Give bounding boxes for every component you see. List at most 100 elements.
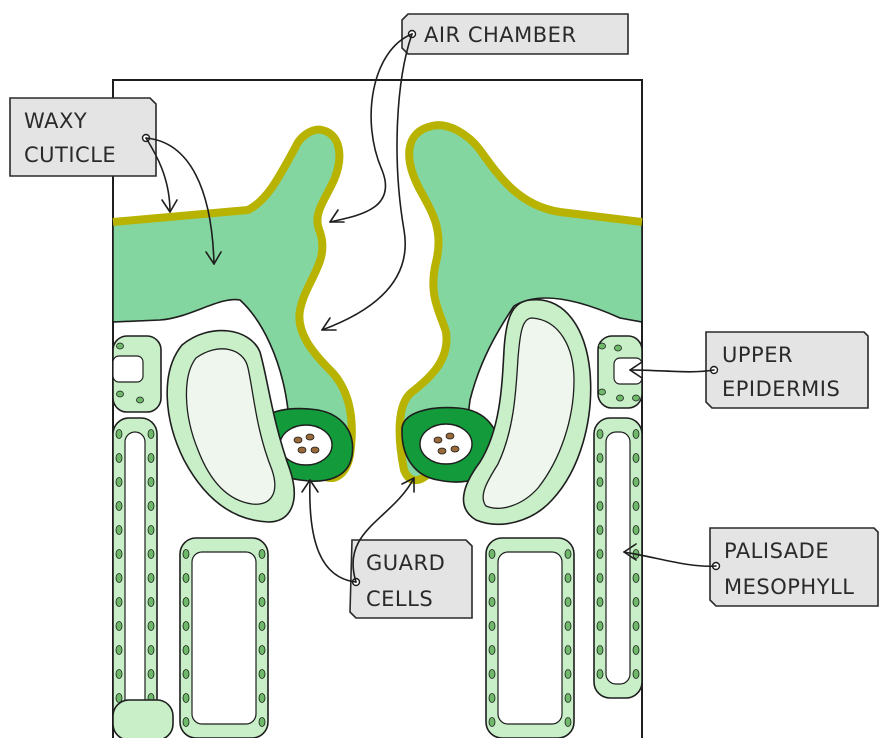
chloroplast-dot (451, 446, 459, 452)
waxy-cuticle-label-line-2: CUTICLE (24, 143, 116, 167)
chloroplast-dot (434, 437, 442, 443)
palisade-cell-vacuole (192, 552, 256, 724)
chloroplast (489, 718, 495, 727)
chloroplast (489, 694, 495, 703)
chloroplast (489, 670, 495, 679)
chloroplast (565, 598, 571, 607)
chloroplast (183, 574, 189, 583)
palisade-cell-vacuole (606, 432, 630, 684)
air-chamber-label: AIR CHAMBER (424, 23, 577, 47)
label-air-chamber: AIR CHAMBER (402, 14, 628, 54)
chloroplast (599, 389, 606, 395)
right-guard-cell-vacuole (420, 424, 472, 464)
chloroplast (489, 646, 495, 655)
chloroplast (259, 718, 265, 727)
left-guard-cell-vacuole (280, 425, 332, 465)
chloroplast (116, 598, 122, 607)
chloroplast (116, 646, 122, 655)
palisade-mesophyll-label-line-2: MESOPHYLL (724, 575, 854, 599)
chloroplast (565, 694, 571, 703)
chloroplast (259, 670, 265, 679)
chloroplast (597, 670, 603, 679)
chloroplast (259, 550, 265, 559)
chloroplast (597, 574, 603, 583)
label-guard-cells: GUARD CELLS (350, 540, 472, 618)
chloroplast (617, 395, 624, 401)
chloroplast (597, 430, 603, 439)
chloroplast (183, 550, 189, 559)
waxy-cuticle-label-line-1: WAXY (24, 109, 87, 133)
chloroplast (148, 670, 154, 679)
palisade-mesophyll-label-line-1: PALISADE (724, 539, 829, 563)
label-palisade-mesophyll: PALISADE MESOPHYLL (710, 528, 878, 606)
chloroplast (597, 502, 603, 511)
chloroplast (489, 550, 495, 559)
chloroplast (633, 598, 639, 607)
chloroplast (116, 502, 122, 511)
chloroplast (148, 550, 154, 559)
chloroplast (615, 345, 622, 351)
chloroplast (633, 646, 639, 655)
upper-epidermis-label-line-1: UPPER (722, 343, 793, 367)
chloroplast (148, 478, 154, 487)
chloroplast (597, 550, 603, 559)
epidermis-cell-inner (113, 356, 143, 382)
chloroplast (633, 395, 640, 401)
chloroplast (148, 646, 154, 655)
chloroplast (148, 574, 154, 583)
chloroplast (116, 574, 122, 583)
chloroplast (116, 526, 122, 535)
upper-epidermis-label-line-2: EPIDERMIS (722, 377, 840, 401)
guard-cells-label-line-1: GUARD (366, 551, 445, 575)
chloroplast (183, 622, 189, 631)
chloroplast (148, 598, 154, 607)
label-upper-epidermis: UPPER EPIDERMIS (706, 332, 868, 408)
chloroplast (633, 478, 639, 487)
chloroplast (565, 646, 571, 655)
chloroplast (489, 598, 495, 607)
chloroplast (633, 430, 639, 439)
chloroplast (116, 454, 122, 463)
chloroplast (183, 694, 189, 703)
chloroplast (489, 574, 495, 583)
chloroplast (597, 454, 603, 463)
chloroplast-dot (298, 447, 306, 453)
chloroplast-dot (306, 434, 314, 440)
chloroplast-dot (438, 448, 446, 454)
guard-cells-label-line-2: CELLS (366, 587, 433, 611)
chloroplast (597, 622, 603, 631)
chloroplast (183, 598, 189, 607)
chloroplast (633, 526, 639, 535)
chloroplast (565, 574, 571, 583)
chloroplast (183, 670, 189, 679)
chloroplast (633, 622, 639, 631)
chloroplast (633, 574, 639, 583)
epidermis-cell-inner (614, 358, 642, 384)
chloroplast (599, 343, 606, 349)
chloroplast (597, 526, 603, 535)
chloroplast (633, 670, 639, 679)
chloroplast (137, 397, 144, 403)
palisade-cell-vacuole (125, 432, 145, 724)
chloroplast (116, 478, 122, 487)
chloroplast (597, 478, 603, 487)
chloroplast-dot (294, 437, 302, 443)
chloroplast (117, 391, 124, 397)
chloroplast (597, 598, 603, 607)
chloroplast-dot (311, 447, 319, 453)
chloroplast (117, 343, 124, 349)
chloroplast (183, 646, 189, 655)
chloroplast (259, 574, 265, 583)
chloroplast (148, 430, 154, 439)
palisade-cell (113, 700, 173, 738)
chloroplast (565, 550, 571, 559)
chloroplast (633, 454, 639, 463)
chloroplast-dot (446, 433, 454, 439)
chloroplast (148, 622, 154, 631)
chloroplast (183, 718, 189, 727)
label-waxy-cuticle: WAXY CUTICLE (10, 98, 156, 176)
chloroplast (259, 694, 265, 703)
chloroplast (116, 622, 122, 631)
